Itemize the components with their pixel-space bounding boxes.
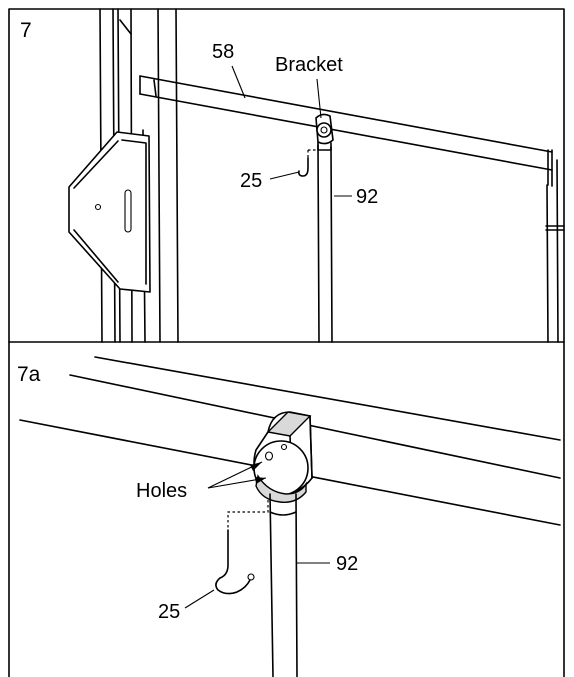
panel-top: 7 58 Bracket 25 92 xyxy=(8,8,565,343)
step-number-7a: 7a xyxy=(17,363,41,386)
label-part-92-bottom: 92 xyxy=(336,553,358,575)
pole-ball-end xyxy=(253,440,309,503)
hole-icon-right xyxy=(280,443,288,451)
holes-arrows xyxy=(207,461,267,489)
panel-top-border xyxy=(8,8,565,343)
label-bracket: Bracket xyxy=(275,54,343,76)
label-part-92-top: 92 xyxy=(356,186,378,208)
bracket xyxy=(315,113,334,151)
pin-25 xyxy=(298,149,318,177)
slot-icon xyxy=(124,189,132,233)
leader-lines-top xyxy=(231,65,352,197)
hole-icon-left xyxy=(264,451,274,461)
label-holes: Holes xyxy=(136,480,187,502)
pole-92-large xyxy=(269,493,298,677)
panel-bottom: 7a Holes 92 25 xyxy=(8,341,565,677)
gusset-plate xyxy=(68,131,151,293)
pole-92 xyxy=(317,144,333,343)
label-part-58: 58 xyxy=(212,41,234,63)
bolt-hole-icon xyxy=(94,203,102,211)
label-part-25-bottom: 25 xyxy=(158,601,180,623)
label-part-25-top: 25 xyxy=(240,170,262,192)
side-rail-right xyxy=(545,159,565,343)
leader-lines-bottom xyxy=(184,562,330,609)
pin-25-large xyxy=(215,500,269,595)
step-number-7: 7 xyxy=(20,19,32,42)
crossbar-58 xyxy=(139,75,553,187)
